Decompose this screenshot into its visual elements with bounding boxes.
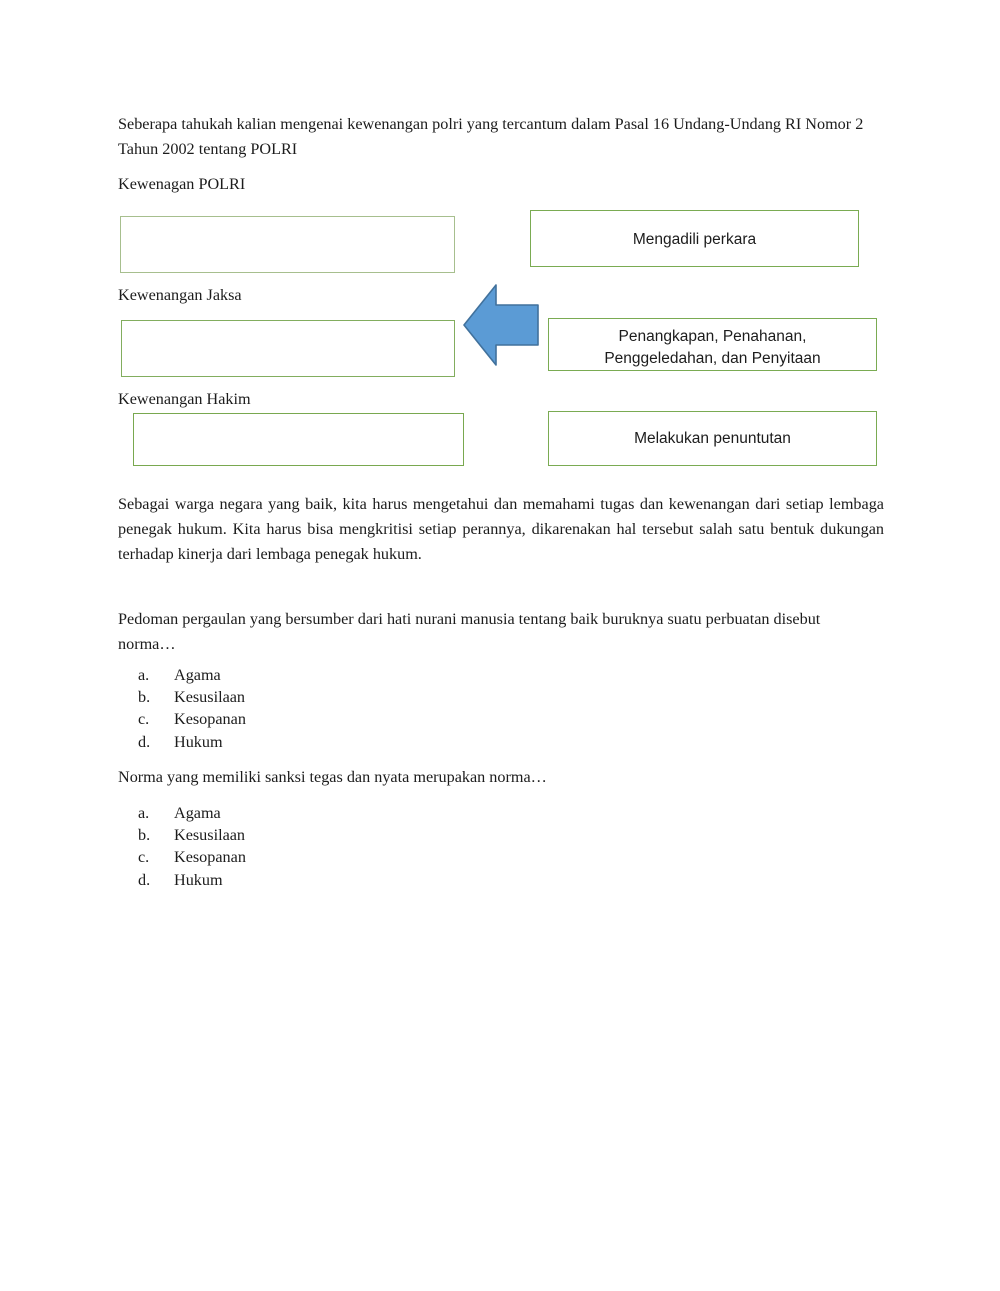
option-label: Kesusilaan [174, 826, 246, 845]
prompt-line-1: Mengadili perkara [632, 231, 757, 248]
option-item[interactable]: c. Kesopanan [138, 708, 246, 730]
option-label: Kesopanan [174, 848, 246, 867]
prompt-box-penangkapan-penahanan[interactable]: Penangkapan, Penahanan, Penggeledahan, d… [548, 318, 877, 371]
prompt-box-melakukan-penuntutan[interactable]: Melakukan penuntutan [548, 411, 877, 466]
question-2-options: a. Agama b. Kesusilaan c. Kesopanan d. Hukum [138, 802, 246, 891]
answer-box-polri[interactable] [120, 216, 455, 273]
question-1-options: a. Agama b. Kesusilaan c. Kesopanan d. Hukum [138, 664, 246, 753]
option-label: Kesopanan [174, 710, 246, 729]
option-item[interactable]: b. Kesusilaan [138, 686, 246, 708]
option-label: Agama [174, 804, 221, 822]
left-arrow-icon [462, 281, 540, 369]
label-kewenangan-hakim: Kewenangan Hakim [118, 390, 251, 408]
prompt-box-mengadili-perkara[interactable]: Mengadili perkara [530, 210, 859, 267]
option-item[interactable]: d. Hukum [138, 869, 246, 891]
option-marker: d. [138, 870, 151, 889]
closing-paragraph: Sebagai warga negara yang baik, kita har… [118, 495, 884, 563]
option-item[interactable]: b. Kesusilaan [138, 824, 246, 846]
option-label: Agama [174, 666, 221, 684]
option-marker: a. [138, 666, 150, 684]
question-2-text: Norma yang memiliki sanksi tegas dan nya… [118, 768, 547, 786]
option-item[interactable]: a. Agama [138, 802, 246, 824]
label-kewenangan-polri: Kewenagan POLRI [118, 175, 246, 193]
option-item[interactable]: c. Kesopanan [138, 846, 246, 868]
prompt-line-1: Penangkapan, Penahanan, [618, 328, 807, 345]
option-label: Hukum [174, 870, 223, 889]
option-marker: a. [138, 804, 150, 822]
option-marker: d. [138, 732, 151, 751]
question-1-text: Pedoman pergaulan yang bersumber dari ha… [118, 610, 821, 653]
label-kewenangan-jaksa: Kewenangan Jaksa [118, 286, 242, 304]
option-item[interactable]: d. Hukum [138, 731, 246, 753]
option-label: Hukum [174, 732, 223, 751]
option-marker: b. [138, 826, 151, 845]
option-item[interactable]: a. Agama [138, 664, 246, 686]
prompt-line-2: Penggeledahan, dan Penyitaan [604, 350, 821, 367]
option-marker: b. [138, 688, 151, 707]
option-label: Kesusilaan [174, 688, 246, 707]
option-marker: c. [138, 710, 150, 729]
answer-box-jaksa[interactable] [121, 320, 455, 377]
intro-paragraph: Seberapa tahukah kalian mengenai kewenan… [118, 115, 864, 158]
answer-box-hakim[interactable] [133, 413, 464, 466]
option-marker: c. [138, 848, 150, 867]
prompt-line-1: Melakukan penuntutan [634, 430, 791, 447]
